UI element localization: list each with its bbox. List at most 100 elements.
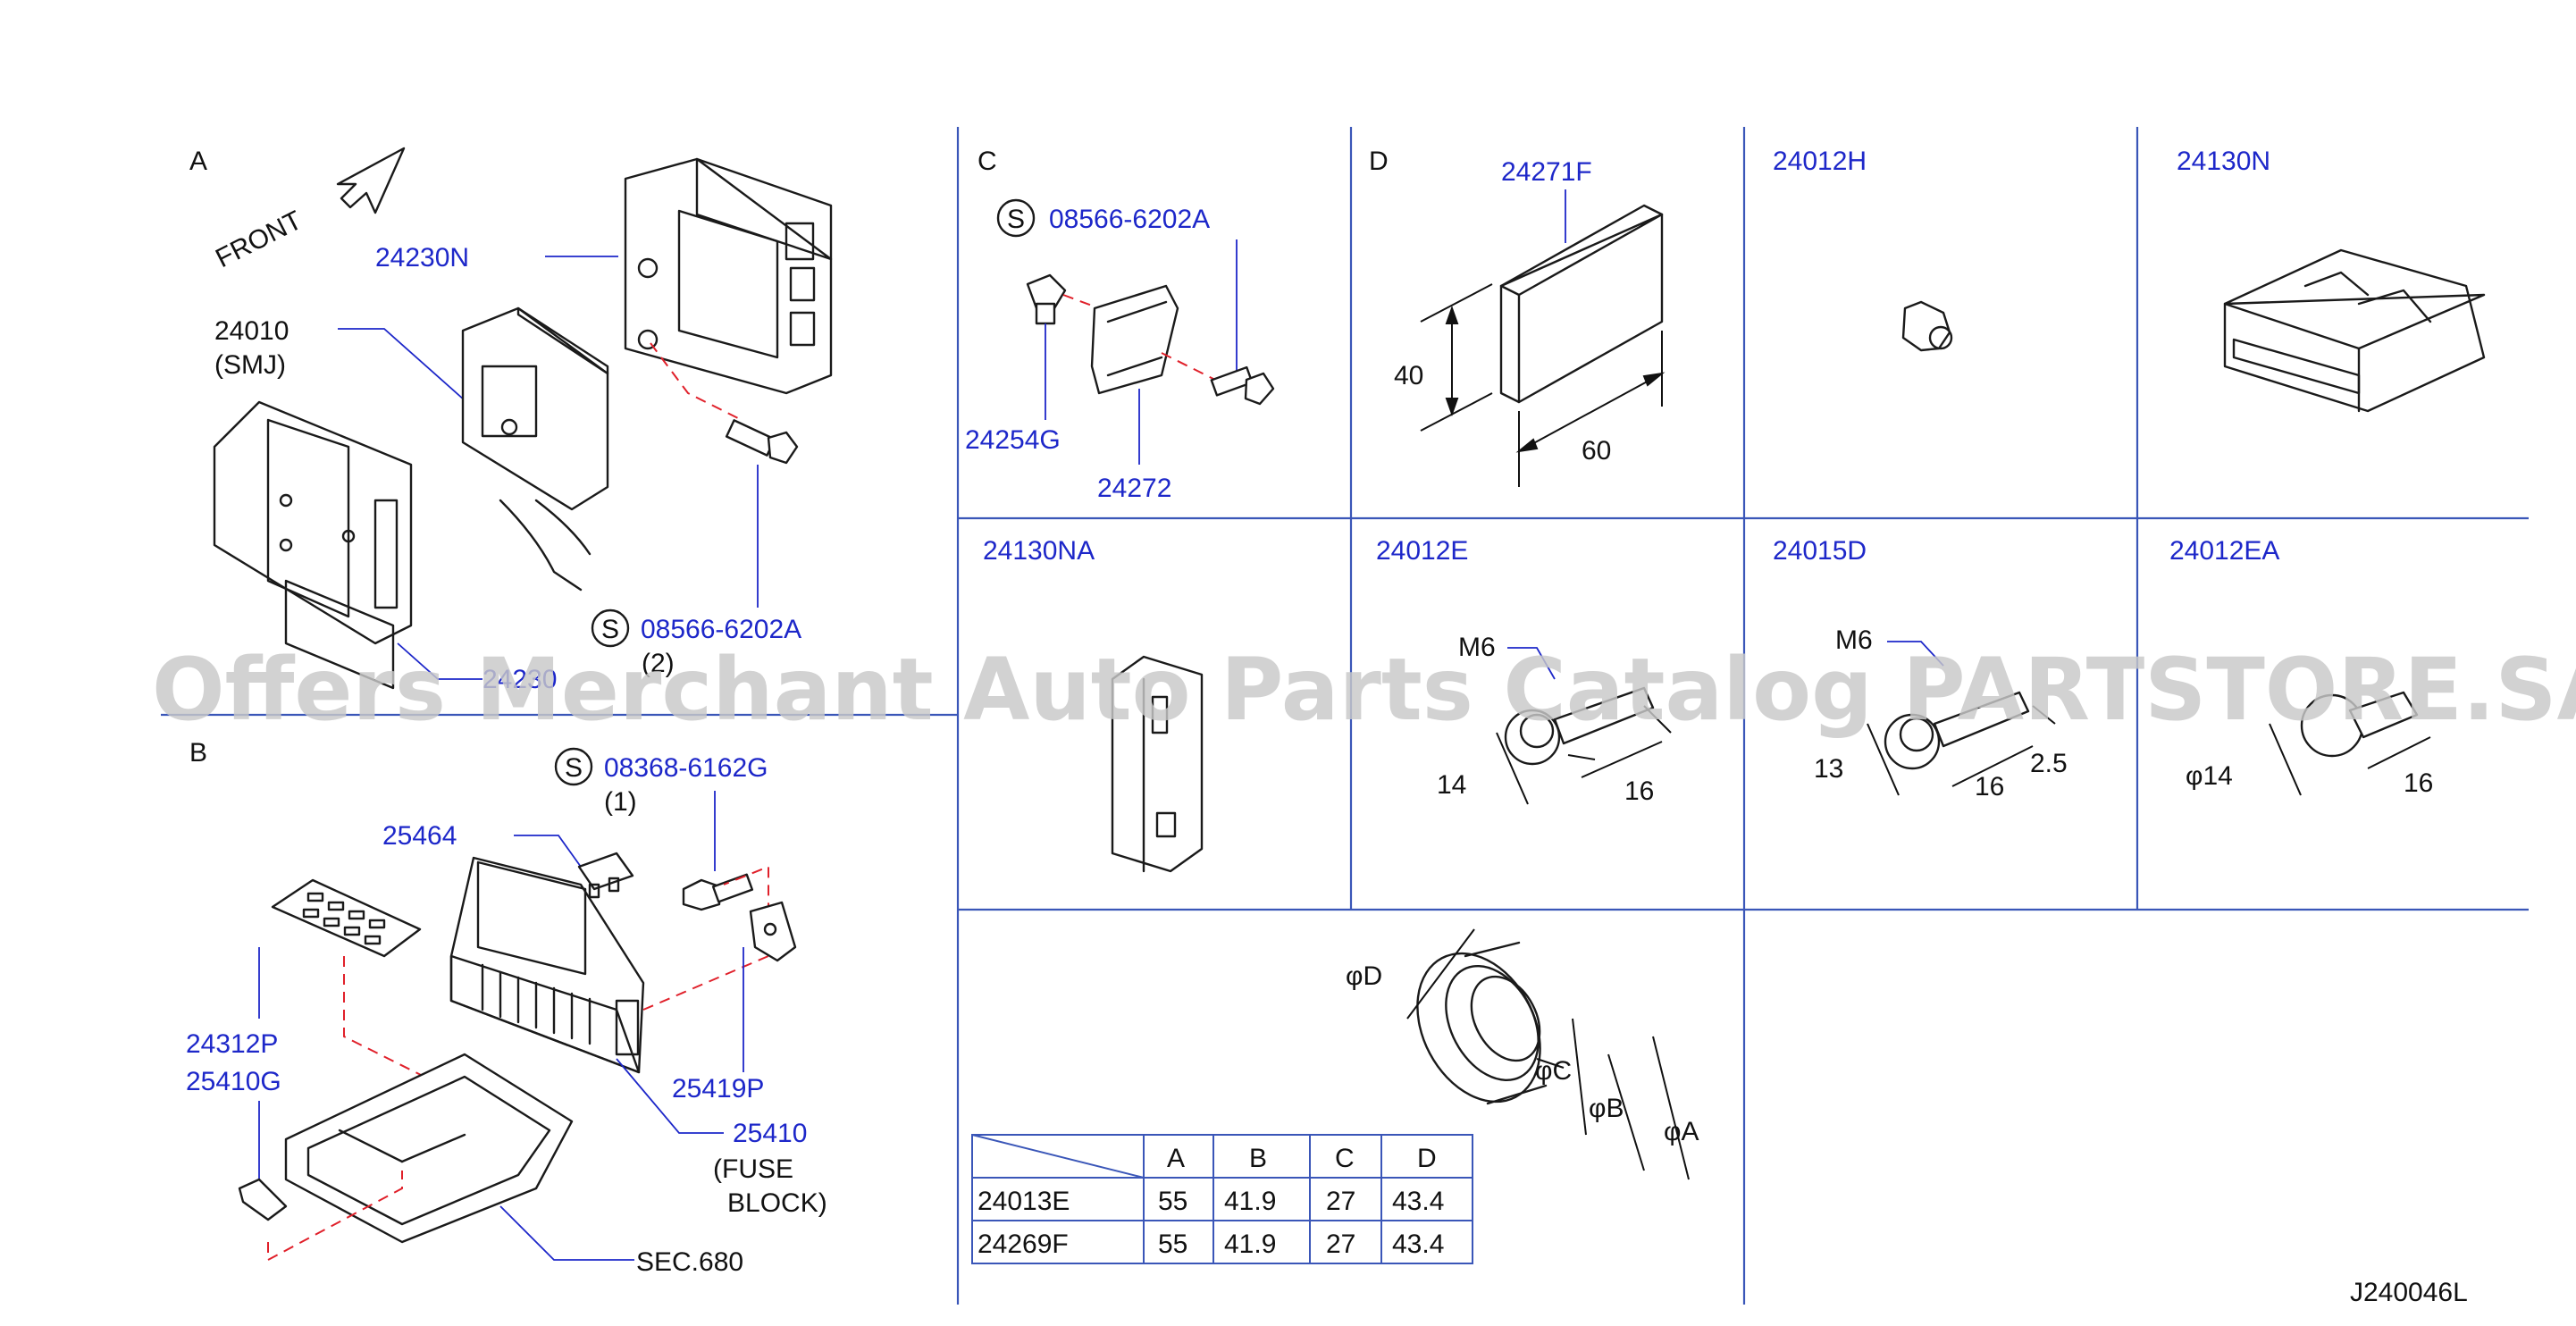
dim-label-phi-a: φA <box>1664 1117 1699 1146</box>
spec-table: A B C D 24013E 55 41.9 27 43.4 24269F 55… <box>971 1134 1473 1264</box>
part-label-24130na[interactable]: 24130NA <box>983 536 1095 566</box>
section-a: A FRONT 24230N S 08566-6202A (2) 2401 <box>189 147 833 694</box>
bolt-24015d-shape <box>1884 691 2030 770</box>
grommet-shape <box>1416 941 1548 1105</box>
part-label-25464[interactable]: 25464 <box>382 821 457 851</box>
bracket-24230n-shape <box>624 157 833 395</box>
dim-60 <box>1515 331 1666 487</box>
dim-24015d <box>1867 705 2056 796</box>
part-label-24130n[interactable]: 24130N <box>2177 147 2270 176</box>
connector-24130n-shape <box>2223 248 2486 413</box>
fuse-block-label-2: BLOCK) <box>727 1188 827 1218</box>
section-d: D 24271F 40 60 <box>1369 147 1666 487</box>
dim-label-phi-c: φC <box>1535 1056 1572 1086</box>
dim-label-40: 40 <box>1394 361 1423 390</box>
section-b-letter: B <box>189 738 207 768</box>
section-c: C S 08566-6202A 24254G 24272 <box>965 147 1275 503</box>
table-row-1-c: 27 <box>1326 1187 1355 1216</box>
dim-label-60: 60 <box>1582 436 1611 466</box>
section-b: B S 08368-6162G (1) 25464 <box>186 738 827 1277</box>
section-24015d: 24015D M6 13 16 2.5 <box>1773 536 2068 801</box>
table-row-2-b: 41.9 <box>1224 1229 1276 1259</box>
table-row-1-part[interactable]: 24013E <box>978 1187 1070 1216</box>
part-label-24010[interactable]: 24010 <box>214 316 289 346</box>
table-row-1-a: 55 <box>1158 1187 1187 1216</box>
part-label-24230-partial[interactable]: 24230 <box>482 665 557 694</box>
bolt-08566-a-icon <box>725 419 799 465</box>
qty-label-a: (2) <box>642 649 675 678</box>
section-24130n: 24130N <box>2177 147 2486 413</box>
table-row-2-d: 43.4 <box>1392 1229 1444 1259</box>
dim-grommet <box>1406 928 1690 1180</box>
bracket-25419p-icon <box>749 901 797 962</box>
part-label-08566-6202a-a[interactable]: 08566-6202A <box>641 615 801 644</box>
bolt-08566-c-icon <box>1210 365 1275 406</box>
dim-label-24015d-16: 16 <box>1975 772 2004 801</box>
tray-sec680-shape <box>284 1053 574 1244</box>
part-label-24312p[interactable]: 24312P <box>186 1029 278 1059</box>
qty-label-b: (1) <box>604 787 637 817</box>
s-symbol-b: S <box>565 753 583 783</box>
s-symbol-a: S <box>601 615 619 644</box>
dim-label-24012e-16: 16 <box>1624 776 1654 806</box>
part-label-sec-680[interactable]: SEC.680 <box>636 1247 743 1277</box>
fuse-block-label-1: (FUSE <box>713 1154 793 1184</box>
table-header-b: B <box>1249 1144 1267 1173</box>
table-row-2-a: 55 <box>1158 1229 1187 1259</box>
part-label-24012h[interactable]: 24012H <box>1773 147 1867 176</box>
dim-label-24012e-14: 14 <box>1437 770 1466 800</box>
clip-24254g-icon <box>1026 273 1067 325</box>
part-label-24012ea[interactable]: 24012EA <box>2169 536 2279 566</box>
part-label-24230n[interactable]: 24230N <box>375 243 469 273</box>
dim-40 <box>1420 283 1493 432</box>
table-row-2-c: 27 <box>1326 1229 1355 1259</box>
fuse-puller-25410g-icon <box>238 1178 288 1221</box>
fuse-25464-icon <box>577 852 634 899</box>
part-label-24271f[interactable]: 24271F <box>1501 157 1592 187</box>
s-symbol-c: S <box>1007 205 1025 234</box>
section-24130na: 24130NA <box>983 536 1204 873</box>
section-c-letter: C <box>978 147 997 176</box>
part-label-25410[interactable]: 25410 <box>733 1119 807 1148</box>
part-label-08368-6162g[interactable]: 08368-6162G <box>604 753 768 783</box>
table-row-2-part[interactable]: 24269F <box>978 1229 1069 1259</box>
part-label-24272[interactable]: 24272 <box>1097 474 1171 503</box>
section-a-letter: A <box>189 147 207 176</box>
smj-module-shape <box>461 306 609 592</box>
section-grommet: φD φC φB φA <box>1346 928 1699 1180</box>
dim-label-phi-b: φB <box>1589 1094 1624 1123</box>
table-header-a: A <box>1167 1144 1185 1173</box>
front-arrow-icon <box>336 147 406 214</box>
fuse-block-25410-shape <box>449 856 645 1074</box>
section-24012h: 24012H <box>1773 147 1953 352</box>
section-d-letter: D <box>1369 147 1389 176</box>
table-header-d: D <box>1417 1144 1437 1173</box>
part-label-24254g[interactable]: 24254G <box>965 425 1061 455</box>
part-label-24015d[interactable]: 24015D <box>1773 536 1867 566</box>
bracket-24272-shape <box>1090 284 1179 395</box>
watermark-text: Offers Merchant Auto Parts Catalog PARTS… <box>152 640 2576 740</box>
dim-24012e <box>1496 705 1672 805</box>
fuse-puller-24312p-shape <box>271 878 422 958</box>
diagram-code: J240046L <box>2350 1278 2468 1307</box>
clip-24012h-icon <box>1901 300 1953 352</box>
dim-label-24015d-2-5: 2.5 <box>2030 749 2068 778</box>
dim-label-24012ea-phi14: φ14 <box>2186 761 2233 791</box>
section-24012ea: 24012EA φ14 16 <box>2169 536 2433 798</box>
part-label-25410g[interactable]: 25410G <box>186 1067 281 1096</box>
section-24012e: 24012E M6 14 16 <box>1376 536 1672 806</box>
table-header-c: C <box>1335 1144 1355 1173</box>
part-label-25419p[interactable]: 25419P <box>672 1074 764 1104</box>
panel-grid <box>161 127 2529 1305</box>
clip-24130na-shape <box>1111 655 1204 873</box>
front-label: FRONT <box>211 206 306 273</box>
smj-bracket-shape <box>213 400 413 690</box>
bolt-08368-icon <box>682 873 754 911</box>
dim-label-phi-d: φD <box>1346 961 1382 991</box>
part-label-smj: (SMJ) <box>214 350 286 380</box>
thread-label-24012e: M6 <box>1458 633 1496 662</box>
part-label-08566-6202a-c[interactable]: 08566-6202A <box>1049 205 1210 234</box>
table-row-1-d: 43.4 <box>1392 1187 1444 1216</box>
part-label-24012e[interactable]: 24012E <box>1376 536 1468 566</box>
dim-label-24015d-13: 13 <box>1814 754 1843 784</box>
